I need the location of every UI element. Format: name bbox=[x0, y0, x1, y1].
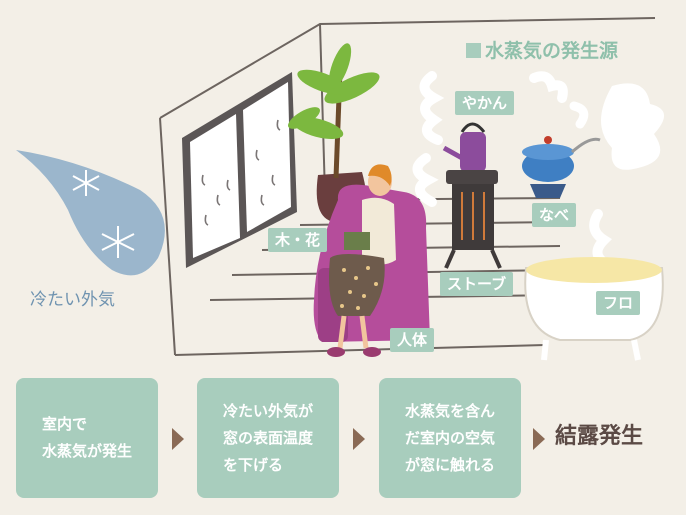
room-illustration bbox=[16, 17, 665, 361]
kettle-illustration bbox=[442, 122, 486, 172]
stove-illustration bbox=[444, 170, 502, 269]
tag-bath: フロ bbox=[596, 291, 641, 315]
steam-sources-title: 水蒸気の発生源 bbox=[466, 36, 618, 63]
step-box-1: 室内で 水蒸気が発生 bbox=[16, 378, 158, 498]
arrow-right-icon bbox=[533, 428, 545, 450]
tag-kettle: やかん bbox=[455, 91, 515, 115]
tag-pot: なべ bbox=[532, 203, 577, 227]
result-label: 結露発生 bbox=[555, 424, 644, 449]
step-box-3: 水蒸気を含ん だ室内の空気 が窓に触れる bbox=[379, 378, 521, 498]
window-drops bbox=[201, 119, 281, 226]
snowflake-icon bbox=[101, 226, 135, 258]
bathtub-illustration bbox=[524, 257, 664, 361]
square-icon bbox=[466, 43, 481, 58]
arrow-right-icon bbox=[172, 428, 184, 450]
arrow-right-icon bbox=[353, 428, 365, 450]
tag-person: 人体 bbox=[390, 328, 435, 352]
cold-air-blob bbox=[16, 150, 165, 276]
pot-illustration bbox=[522, 136, 601, 198]
person-illustration bbox=[327, 164, 396, 357]
snowflake-icon bbox=[72, 170, 100, 196]
cold-air-label: 冷たい外気 bbox=[30, 290, 115, 310]
tag-stove: ストーブ bbox=[440, 272, 514, 296]
step-box-2: 冷たい外気が 窓の表面温度 を下げる bbox=[197, 378, 339, 498]
window bbox=[182, 72, 297, 268]
tag-plant: 木・花 bbox=[268, 228, 328, 252]
